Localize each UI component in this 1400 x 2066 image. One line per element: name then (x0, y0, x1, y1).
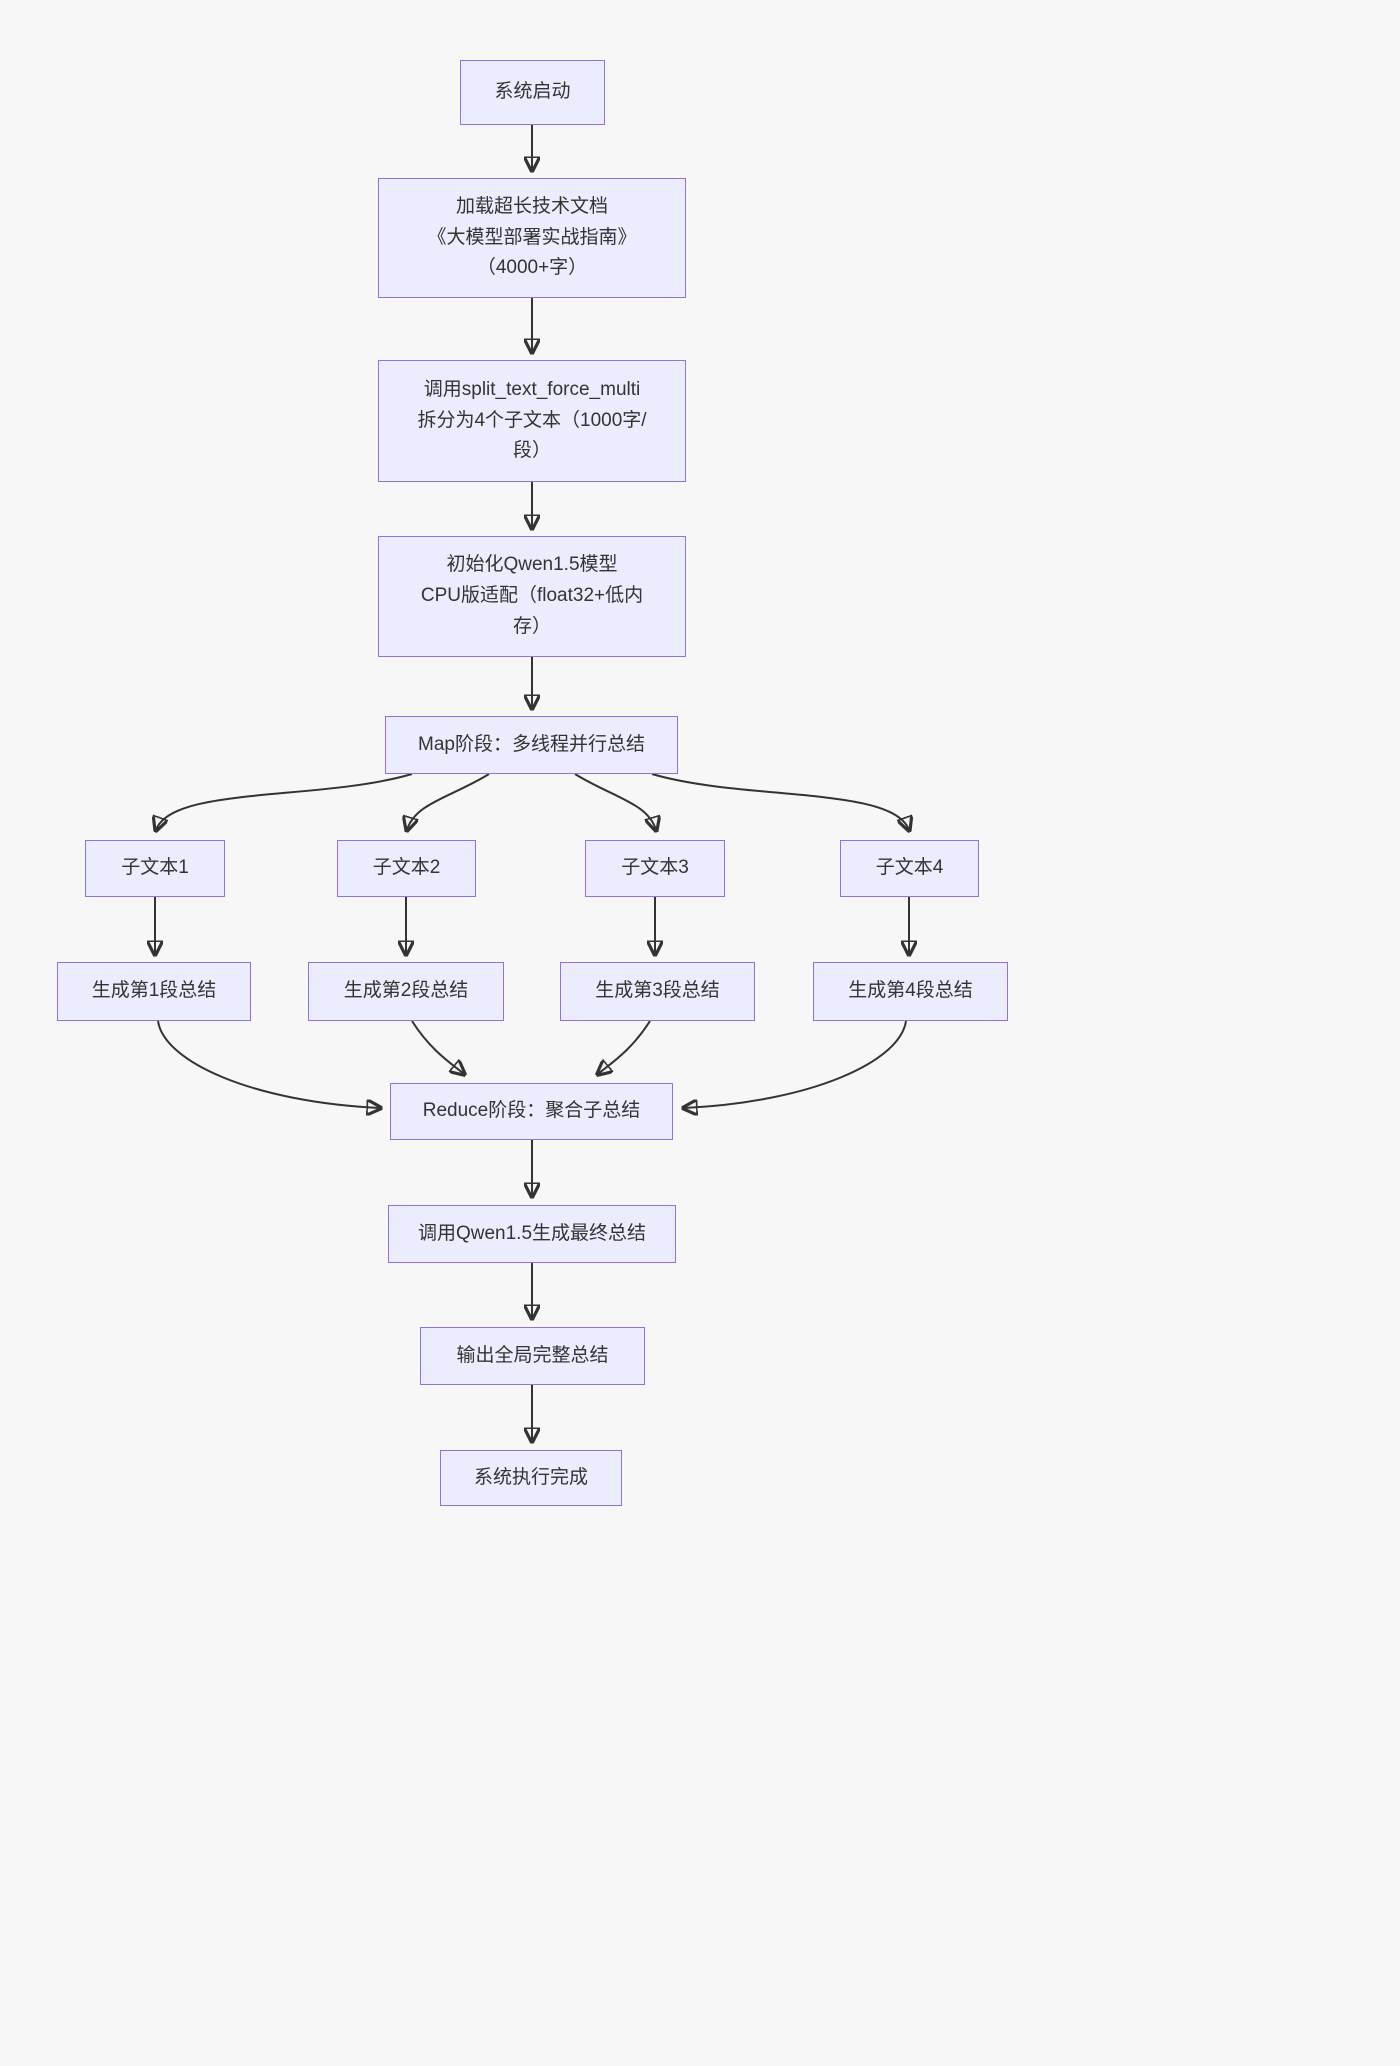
edge-gen1-reduce (157, 1020, 380, 1108)
node-generate-summary-4-label: 生成第4段总结 (848, 980, 973, 1002)
node-generate-summary-4: 生成第4段总结 (813, 962, 1008, 1021)
node-generate-summary-1: 生成第1段总结 (57, 962, 251, 1021)
edge-map-sub1 (156, 773, 413, 830)
node-system-start-label: 系统启动 (494, 81, 571, 103)
node-map-stage-label: Map阶段：多线程并行总结 (418, 733, 645, 755)
node-subtext-4: 子文本4 (840, 840, 979, 897)
edge-map-sub2 (407, 773, 490, 830)
node-subtext-3-label: 子文本3 (621, 857, 689, 879)
edge-gen4-reduce (684, 1020, 907, 1108)
node-generate-summary-2-label: 生成第2段总结 (343, 980, 469, 1002)
node-output-summary: 输出全局完整总结 (420, 1327, 645, 1385)
node-split-text: 调用split_text_force_multi 拆分为4个子文本（1000字/… (378, 360, 686, 482)
node-subtext-1-label: 子文本1 (121, 857, 189, 879)
node-init-model-label: 初始化Qwen1.5模型 (446, 554, 618, 576)
node-load-document-label: 加载超长技术文档 (455, 195, 608, 217)
node-subtext-2-label: 子文本2 (372, 857, 441, 879)
node-final-summary-call: 调用Qwen1.5生成最终总结 (388, 1205, 676, 1263)
node-map-stage: Map阶段：多线程并行总结 (385, 716, 678, 774)
node-system-done: 系统执行完成 (440, 1450, 622, 1506)
node-generate-summary-3: 生成第3段总结 (560, 962, 755, 1021)
node-init-model: 初始化Qwen1.5模型 CPU版适配（float32+低内 存） (378, 536, 686, 657)
node-output-summary-label: 输出全局完整总结 (456, 1344, 609, 1366)
node-generate-summary-1-label: 生成第1段总结 (91, 980, 217, 1002)
node-subtext-1: 子文本1 (85, 840, 225, 897)
node-system-start: 系统启动 (460, 60, 605, 125)
node-split-text-label: 拆分为4个子文本（1000字/ (417, 409, 647, 431)
node-reduce-stage: Reduce阶段：聚合子总结 (390, 1083, 673, 1140)
node-subtext-3: 子文本3 (585, 840, 725, 897)
node-generate-summary-2: 生成第2段总结 (308, 962, 504, 1021)
edge-gen3-reduce (598, 1020, 651, 1074)
edge-map-sub3 (574, 773, 656, 830)
node-load-document-label: （4000+字） (476, 257, 588, 279)
node-load-document: 加载超长技术文档 《大模型部署实战指南》 （4000+字） (378, 178, 686, 298)
node-init-model-label: CPU版适配（float32+低内 (420, 585, 644, 607)
node-system-done-label: 系统执行完成 (473, 1466, 588, 1488)
node-split-text-label: 调用split_text_force_multi (423, 378, 641, 400)
edge-gen2-reduce (411, 1020, 464, 1074)
node-reduce-stage-label: Reduce阶段：聚合子总结 (422, 1100, 641, 1122)
edge-map-sub4 (651, 773, 909, 830)
node-subtext-4-label: 子文本4 (875, 857, 944, 879)
node-init-model-label: 存） (512, 615, 551, 637)
node-final-summary-call-label: 调用Qwen1.5生成最终总结 (417, 1222, 647, 1244)
node-split-text-label: 段） (512, 440, 551, 462)
node-subtext-2: 子文本2 (337, 840, 476, 897)
node-load-document-label: 《大模型部署实战指南》 (427, 226, 637, 248)
node-generate-summary-3-label: 生成第3段总结 (595, 980, 720, 1002)
